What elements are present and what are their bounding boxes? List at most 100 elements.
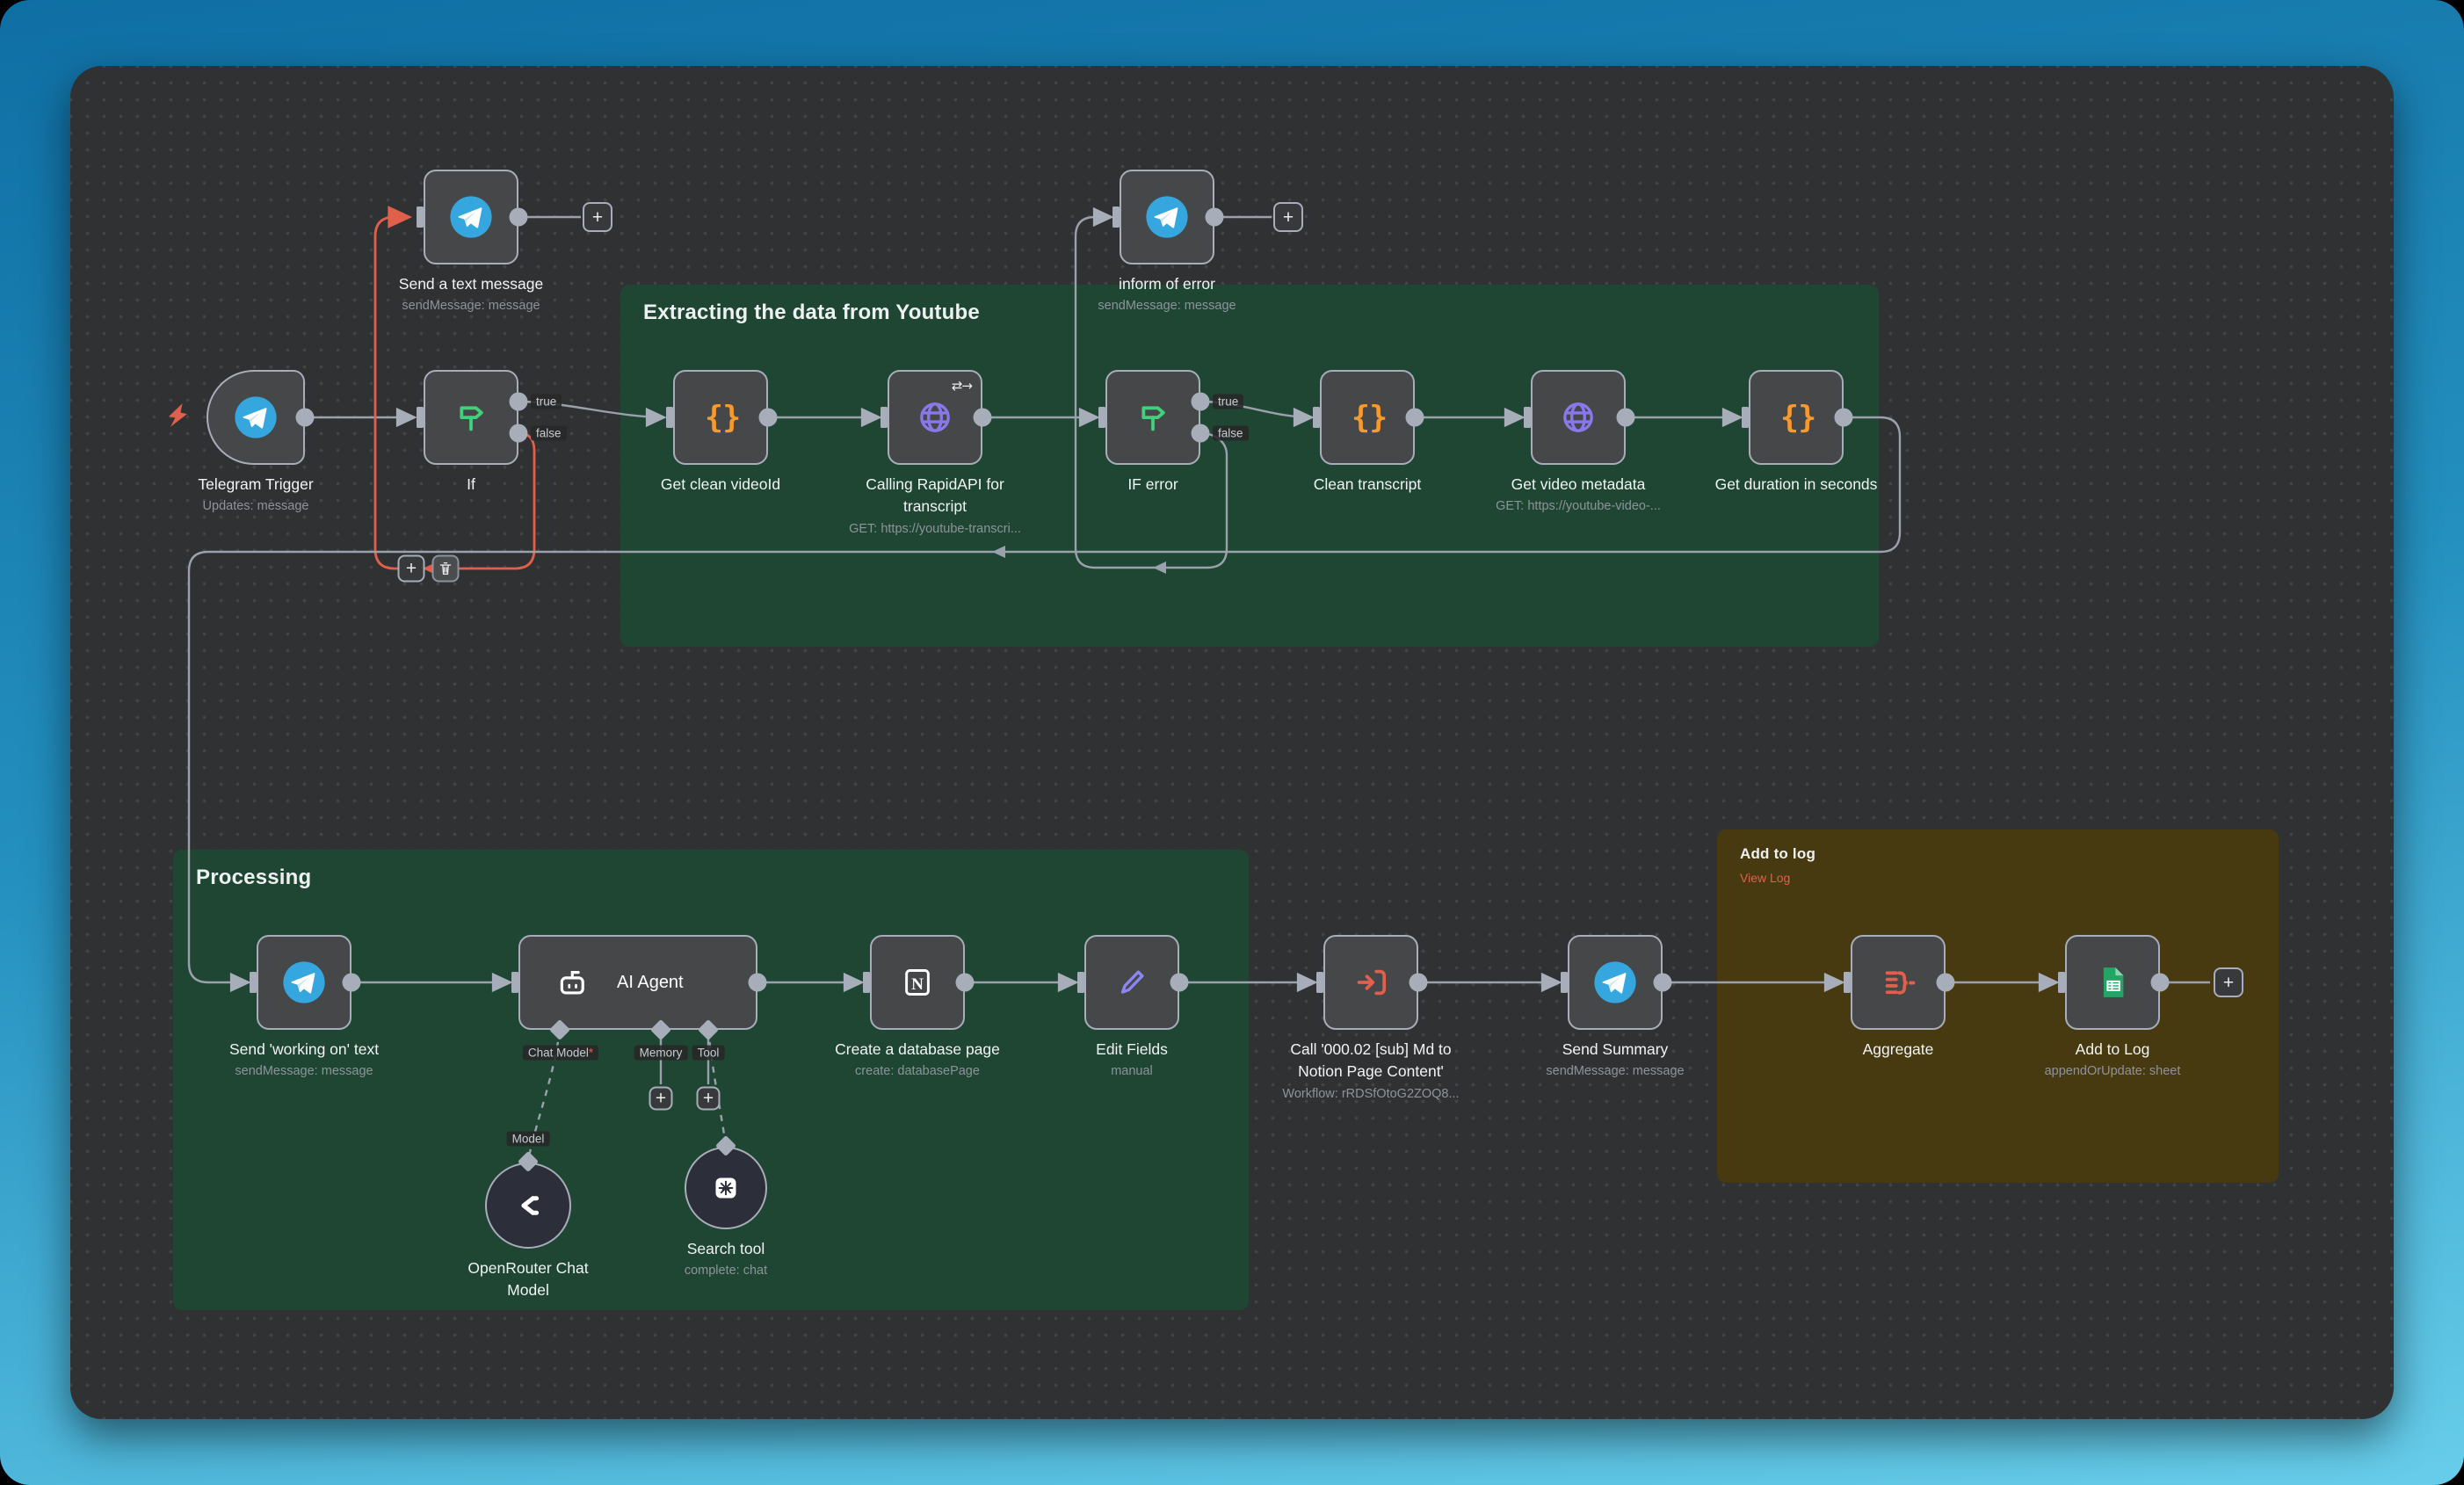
label-chip-true: true [531, 394, 562, 409]
delete-connection-button[interactable] [431, 554, 460, 583]
node-title: Get clean videoId [660, 475, 781, 493]
globe-icon [1563, 402, 1593, 432]
node-caption: Send Summary sendMessage: message [1546, 1039, 1684, 1078]
label-chip-chat-model: Chat Model* [522, 1045, 599, 1061]
node-caption: Search tool complete: chat [685, 1238, 767, 1278]
telegram-icon [235, 396, 277, 438]
add-node-button[interactable]: + [397, 554, 425, 583]
node-send-a-text-message[interactable]: Send a text message sendMessage: message [399, 170, 543, 313]
node-title: Send Summary [1562, 1040, 1669, 1058]
label-chip-memory: Memory [634, 1045, 688, 1061]
plus-icon: + [2222, 972, 2235, 993]
node-subtitle: sendMessage: message [402, 299, 540, 314]
code-icon: {} [705, 400, 741, 435]
plus-icon: + [1282, 206, 1294, 228]
node-caption: Aggregate [1863, 1039, 1934, 1061]
svg-text:{: { [1352, 400, 1370, 435]
chip-text: Tool [697, 1046, 720, 1060]
node-aggregate[interactable]: Aggregate [1851, 935, 1946, 1058]
notion-icon: N [905, 969, 930, 996]
node-subtitle: complete: chat [684, 1264, 768, 1279]
node-title: inform of error [1119, 275, 1215, 293]
svg-text:{: { [705, 400, 723, 435]
trigger-lightning-icon [159, 397, 195, 437]
if-icon [1141, 406, 1165, 431]
node-caption: IF error [1127, 474, 1178, 496]
node-subtitle: sendMessage: message [1546, 1064, 1685, 1079]
chip-text: Model [511, 1132, 545, 1146]
node-caption: Get duration in seconds [1715, 474, 1878, 496]
node-subtitle: sendMessage: message [1098, 299, 1236, 314]
node-caption: Call '000.02 [sub] Md to Notion Page Con… [1282, 1039, 1459, 1101]
node-title: If [467, 475, 475, 493]
telegram-icon [450, 196, 492, 238]
plus-icon: + [655, 1088, 667, 1109]
label-chip-false: false [1213, 425, 1249, 441]
node-if-error[interactable]: IF error [1105, 370, 1200, 493]
plus-icon: + [405, 558, 417, 579]
node-title: Calling RapidAPI for transcript [866, 475, 1004, 516]
node-caption: Clean transcript [1314, 474, 1422, 496]
node-openrouter-chat-model[interactable]: OpenRouter Chat Model [467, 1163, 589, 1299]
node-subtitle: sendMessage: message [235, 1064, 373, 1079]
if-icon [460, 406, 483, 431]
node-create-a-database-page[interactable]: N Create a database page create: databaseP… [835, 935, 1000, 1078]
node-ai-agent[interactable]: AI Agent [518, 935, 757, 1030]
node-title: Send a text message [398, 275, 544, 293]
node-title: Search tool [686, 1240, 765, 1257]
node-caption: If [467, 474, 475, 496]
robot-icon [560, 971, 584, 995]
add-node-button[interactable]: + [583, 202, 612, 232]
add-node-button[interactable]: + [696, 1086, 721, 1111]
svg-text:{: { [1780, 400, 1799, 435]
node-clean-transcript[interactable]: {} Clean transcript [1314, 370, 1421, 493]
search-icon [715, 1177, 736, 1199]
retry-badge: ⇄→ [951, 378, 973, 394]
node-inline-title: AI Agent [617, 972, 684, 992]
node-subtitle: appendOrUpdate: sheet [2044, 1064, 2181, 1079]
chip-text: false [536, 426, 562, 440]
node-subtitle: GET: https://youtube-transcri... [849, 521, 1021, 536]
node-caption: inform of error sendMessage: message [1098, 273, 1236, 313]
chip-text: true [536, 395, 557, 409]
node-get-duration-in-seconds[interactable]: {}Get duration in seconds [1715, 370, 1877, 493]
node-inform-of-error[interactable]: inform of error sendMessage: message [1098, 170, 1236, 313]
label-chip-false: false [531, 425, 567, 441]
node-title: Aggregate [1862, 1040, 1934, 1058]
add-node-button[interactable]: + [2214, 967, 2243, 997]
node-title: Telegram Trigger [198, 475, 314, 493]
add-node-button[interactable]: + [649, 1086, 673, 1111]
node-title: OpenRouter Chat Model [467, 1259, 589, 1300]
svg-text:}: } [1369, 400, 1388, 435]
node-if[interactable]: If [424, 370, 518, 493]
node-get-clean-videoid[interactable]: {} Get clean videoId [661, 370, 780, 493]
node-title: Create a database page [835, 1040, 1000, 1058]
chip-text: true [1218, 395, 1239, 409]
node-title: Edit Fields [1096, 1040, 1168, 1058]
label-chip-true: true [1213, 394, 1244, 409]
pen-icon [1120, 970, 1144, 994]
node-search-tool[interactable]: Search tool complete: chat [685, 1147, 767, 1278]
label-chip-model: Model [506, 1131, 550, 1147]
group-title: Extracting the data from Youtube [643, 301, 980, 324]
add-node-button[interactable]: + [1273, 202, 1303, 232]
telegram-icon [1146, 196, 1188, 238]
node-subtitle: create: databasePage [855, 1064, 980, 1079]
node-send-summary[interactable]: Send Summary sendMessage: message [1546, 935, 1685, 1078]
plus-icon: + [702, 1088, 714, 1109]
node-caption: Create a database page create: databasePa… [835, 1039, 1000, 1078]
globe-icon [920, 402, 950, 432]
